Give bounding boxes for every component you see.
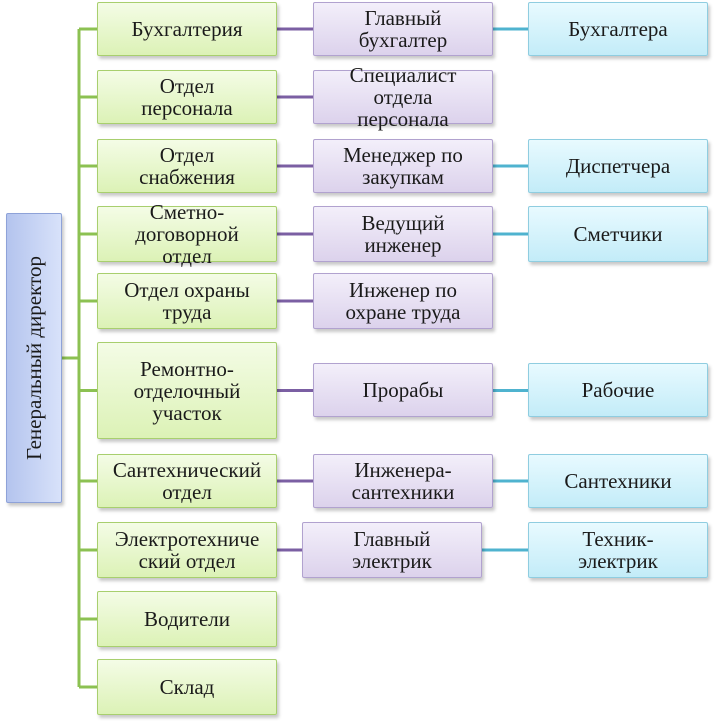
head-box-accounting-label: Главный бухгалтер xyxy=(358,6,448,52)
head-box-estimates: Ведущий инженер xyxy=(313,206,493,262)
staff-box-electrical-label: Техник- электрик xyxy=(578,527,658,573)
head-box-estimates-label: Ведущий инженер xyxy=(361,211,445,257)
staff-box-electrical: Техник- электрик xyxy=(528,522,708,578)
head-box-electrical: Главный электрик xyxy=(302,522,482,578)
dept-box-repair-label: Ремонтно- отделочный участок xyxy=(133,356,241,425)
dept-box-supply-label: Отдел снабжения xyxy=(139,143,235,189)
dept-box-accounting: Бухгалтерия xyxy=(97,2,277,56)
dept-box-repair: Ремонтно- отделочный участок xyxy=(97,342,277,439)
dept-box-accounting-label: Бухгалтерия xyxy=(131,17,243,41)
staff-box-estimates: Сметчики xyxy=(528,206,708,262)
dept-box-estimates-label: Сметно- договорной отдел xyxy=(135,200,239,268)
head-box-repair: Прорабы xyxy=(313,363,493,417)
dept-box-warehouse-label: Склад xyxy=(159,675,215,699)
staff-box-accounting: Бухгалтера xyxy=(528,2,708,56)
dept-box-drivers: Водители xyxy=(97,591,277,647)
general-director-box: Генеральный директор xyxy=(6,213,62,503)
staff-box-repair-label: Рабочие xyxy=(581,378,655,402)
staff-box-plumbing-label: Сантехники xyxy=(564,469,672,493)
dept-box-electrical: Электротехниче ский отдел xyxy=(97,522,277,578)
dept-box-hr-label: Отдел персонала xyxy=(141,74,233,120)
head-box-accounting: Главный бухгалтер xyxy=(313,2,493,56)
head-box-hr: Специалист отдела персонала xyxy=(313,64,493,130)
head-box-labor-safety-label: Инженер по охране труда xyxy=(345,278,461,324)
dept-box-labor-safety-label: Отдел охраны труда xyxy=(124,278,250,324)
staff-box-supply-label: Диспетчера xyxy=(565,154,671,178)
dept-box-supply: Отдел снабжения xyxy=(97,139,277,193)
head-box-hr-label: Специалист отдела персонала xyxy=(349,63,457,131)
staff-box-plumbing: Сантехники xyxy=(528,454,708,508)
head-box-repair-label: Прорабы xyxy=(362,378,444,402)
head-box-plumbing: Инженера- сантехники xyxy=(313,454,493,508)
staff-box-supply: Диспетчера xyxy=(528,139,708,193)
dept-box-plumbing-label: Сантехнический отдел xyxy=(112,458,262,504)
dept-box-electrical-label: Электротехниче ский отдел xyxy=(114,527,260,573)
dept-box-estimates: Сметно- договорной отдел xyxy=(97,201,277,267)
staff-box-repair: Рабочие xyxy=(528,363,708,417)
dept-box-warehouse: Склад xyxy=(97,659,277,715)
head-box-electrical-label: Главный электрик xyxy=(352,527,432,573)
general-director-label: Генеральный директор xyxy=(22,256,47,460)
head-box-labor-safety: Инженер по охране труда xyxy=(313,273,493,329)
staff-box-accounting-label: Бухгалтера xyxy=(568,17,668,41)
head-box-supply: Менеджер по закупкам xyxy=(313,139,493,193)
head-box-plumbing-label: Инженера- сантехники xyxy=(351,458,455,504)
dept-box-plumbing: Сантехнический отдел xyxy=(97,454,277,508)
staff-box-estimates-label: Сметчики xyxy=(573,222,663,246)
dept-box-hr: Отдел персонала xyxy=(97,70,277,124)
dept-box-labor-safety: Отдел охраны труда xyxy=(97,273,277,329)
head-box-supply-label: Менеджер по закупкам xyxy=(343,143,463,189)
dept-box-drivers-label: Водители xyxy=(143,607,231,631)
